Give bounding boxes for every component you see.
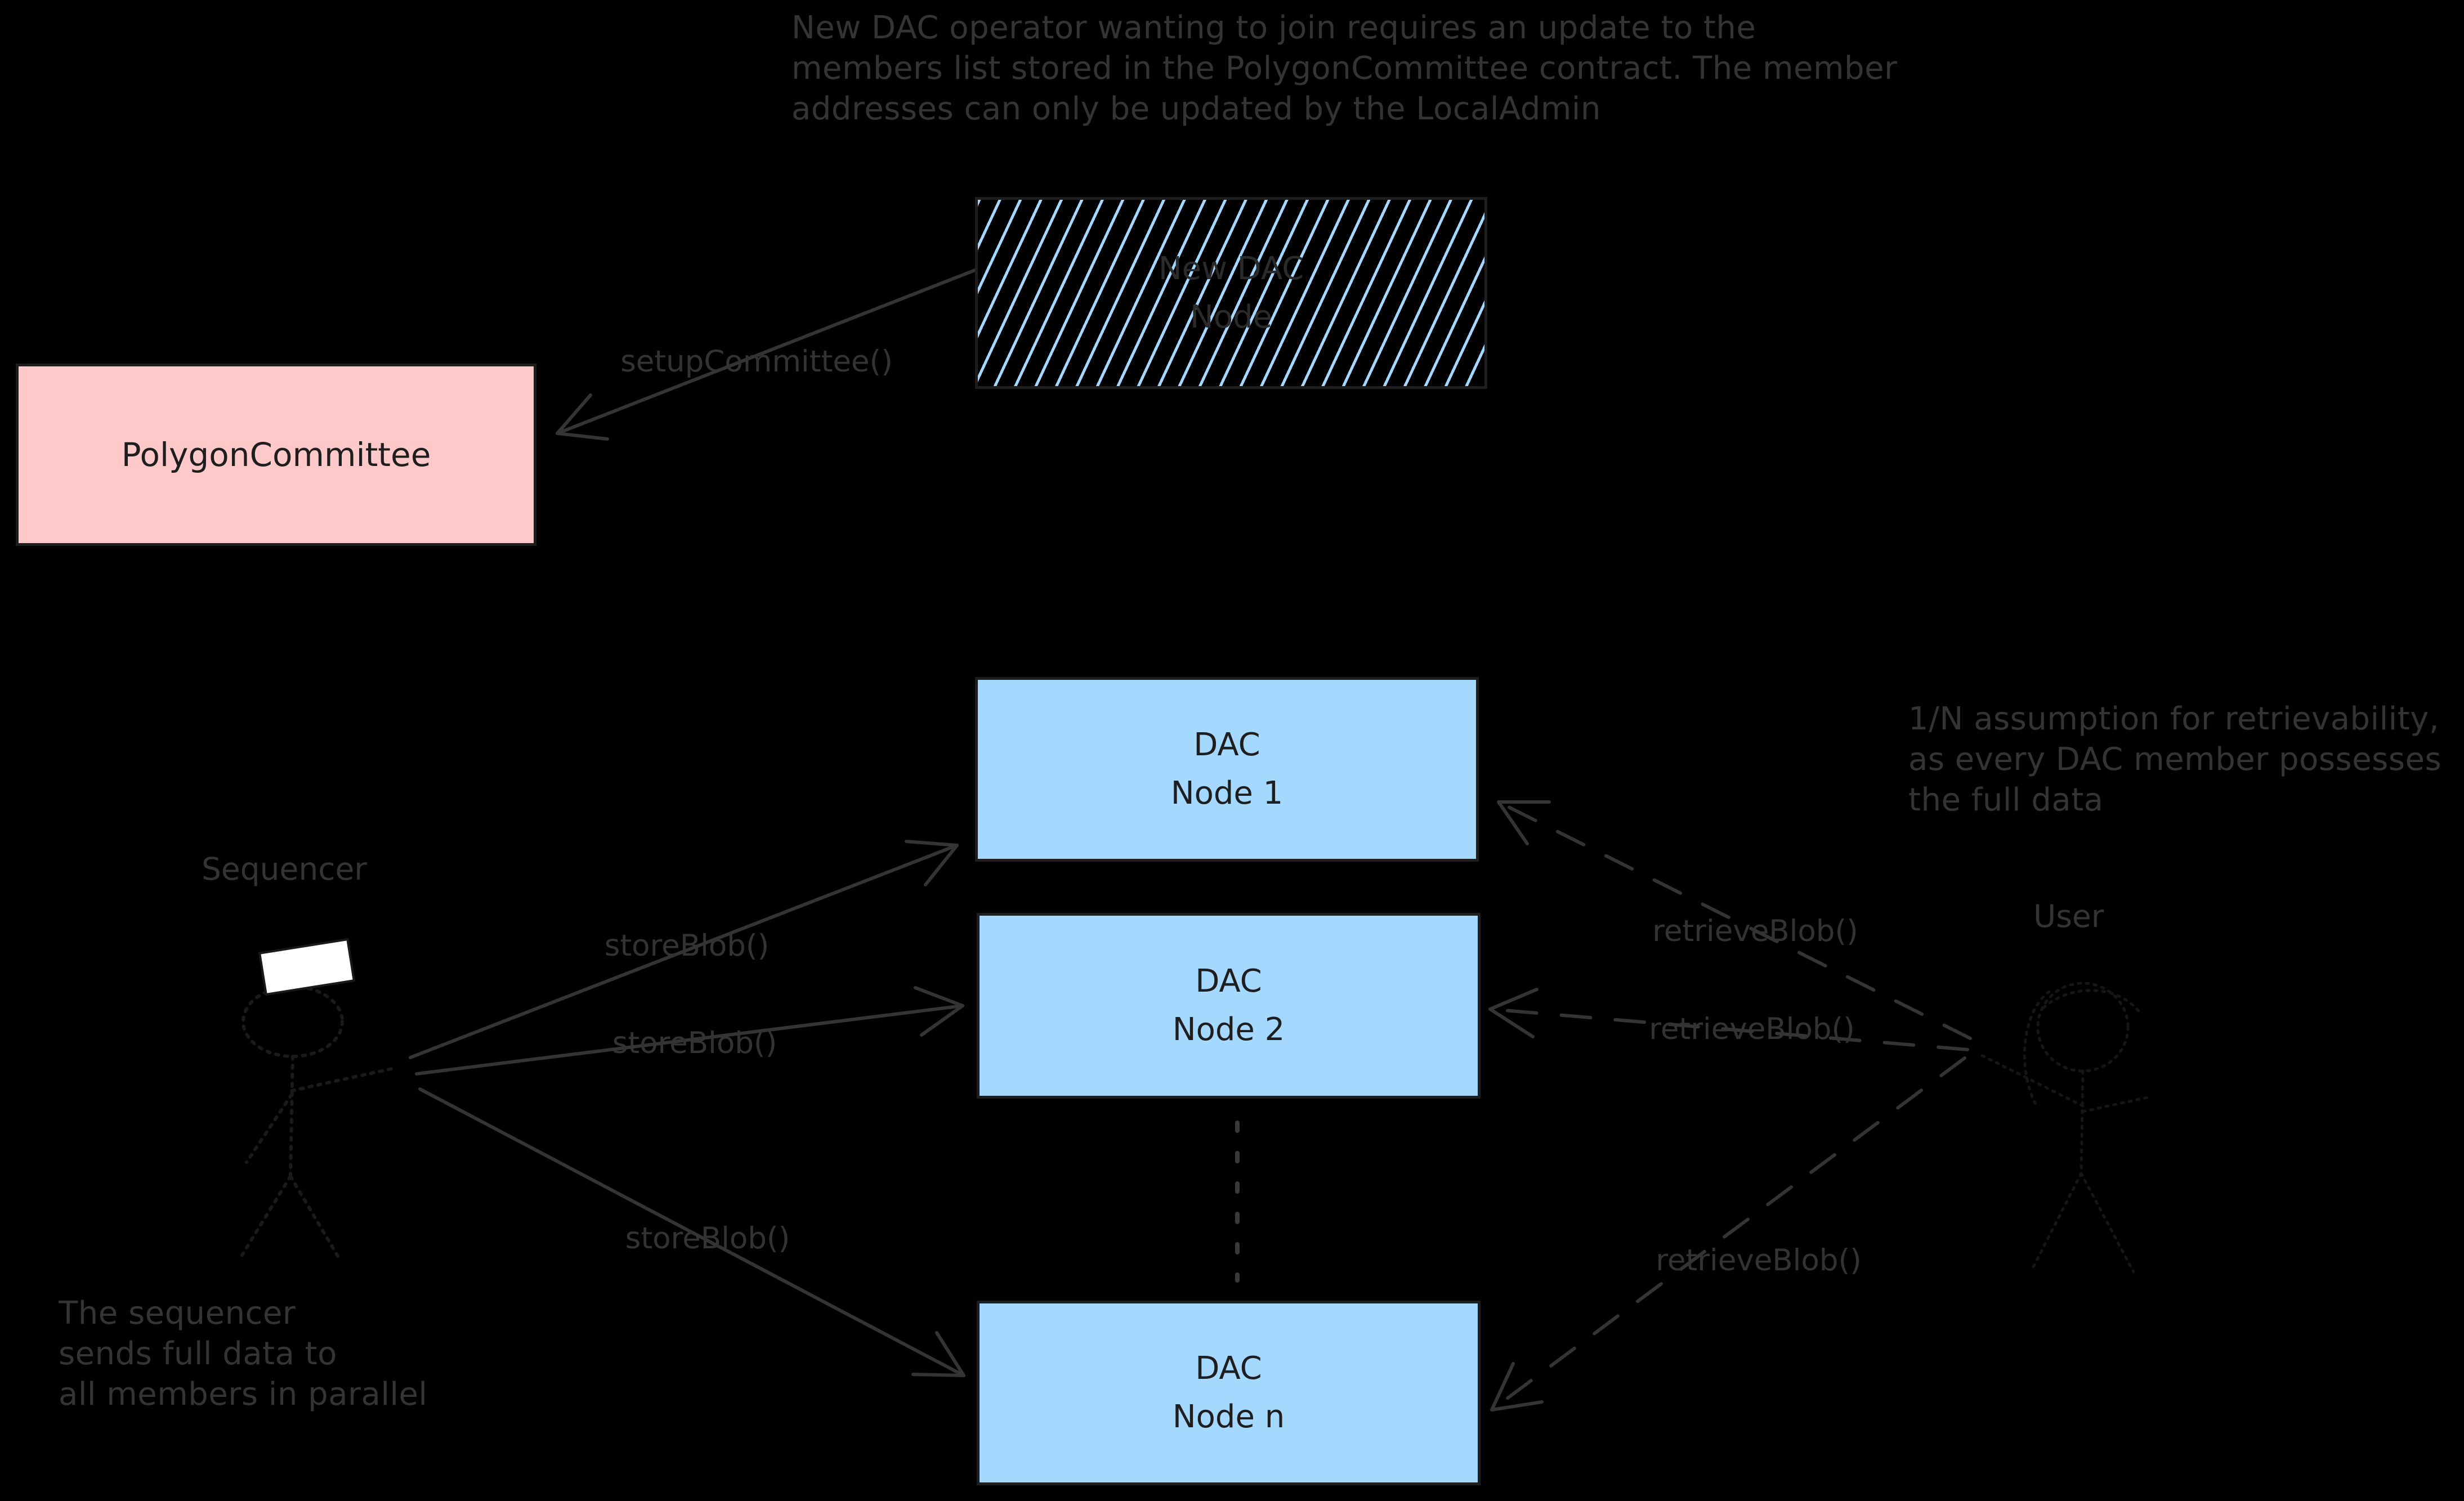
node-label: Node n xyxy=(1172,1399,1285,1435)
node-polygon-committee: PolygonCommittee xyxy=(16,364,536,546)
note-line: all members in parallel xyxy=(59,1376,428,1413)
note-retrievability: 1/N assumption for retrievability, as ev… xyxy=(1908,699,2441,821)
node-label: DAC xyxy=(1195,1350,1262,1387)
node-label: PolygonCommittee xyxy=(121,436,431,474)
note-line: The sequencer xyxy=(59,1295,296,1332)
edge-label-retrieve-blob-2: retrieveBlob() xyxy=(1649,1012,1855,1046)
note-sequencer-parallel: The sequencer sends full data to all mem… xyxy=(59,1293,427,1415)
store-blob-arrows xyxy=(409,840,965,1377)
node-new-dac-node: New DAC Node xyxy=(975,197,1487,389)
retrieve-blob-arrows xyxy=(1488,800,1972,1412)
node-dac-node-n: DAC Node n xyxy=(977,1301,1481,1485)
note-line: addresses can only be updated by the Loc… xyxy=(791,91,1601,127)
edge-label-store-blob-3: storeBlob() xyxy=(625,1221,790,1256)
note-line: members list stored in the PolygonCommit… xyxy=(791,50,1898,87)
blob-paper-icon xyxy=(258,938,356,996)
note-line: sends full data to xyxy=(59,1336,337,1372)
node-dac-node-2: DAC Node 2 xyxy=(977,913,1481,1099)
edge-label-retrieve-blob-1: retrieveBlob() xyxy=(1652,914,1858,948)
sequencer-label: Sequencer xyxy=(202,851,367,887)
user-label: User xyxy=(2033,898,2104,934)
user-person-icon xyxy=(1980,982,2149,1274)
setup-committee-arrow xyxy=(556,268,977,441)
note-line: New DAC operator wanting to join require… xyxy=(791,10,1756,46)
node-label: DAC xyxy=(1195,963,1262,1000)
note-line: 1/N assumption for retrievability, xyxy=(1908,701,2440,737)
edge-label-store-blob-2: storeBlob() xyxy=(612,1026,777,1060)
edge-label-store-blob-1: storeBlob() xyxy=(604,929,770,963)
node-label: Node 1 xyxy=(1170,775,1284,812)
note-line: as every DAC member possesses xyxy=(1908,741,2442,778)
node-label: New DAC xyxy=(1158,250,1304,287)
sequencer-person-icon xyxy=(240,985,396,1262)
edge-label-retrieve-blob-3: retrieveBlob() xyxy=(1656,1243,1862,1278)
edge-label-setup-committee: setupCommittee() xyxy=(620,344,893,379)
node-dac-node-1: DAC Node 1 xyxy=(975,677,1479,862)
note-line: the full data xyxy=(1908,782,2104,818)
node-label: DAC xyxy=(1193,727,1260,763)
node-label: Node 2 xyxy=(1172,1011,1285,1048)
node-label: Node xyxy=(1189,298,1273,335)
note-new-dac-operator: New DAC operator wanting to join require… xyxy=(791,8,1898,129)
